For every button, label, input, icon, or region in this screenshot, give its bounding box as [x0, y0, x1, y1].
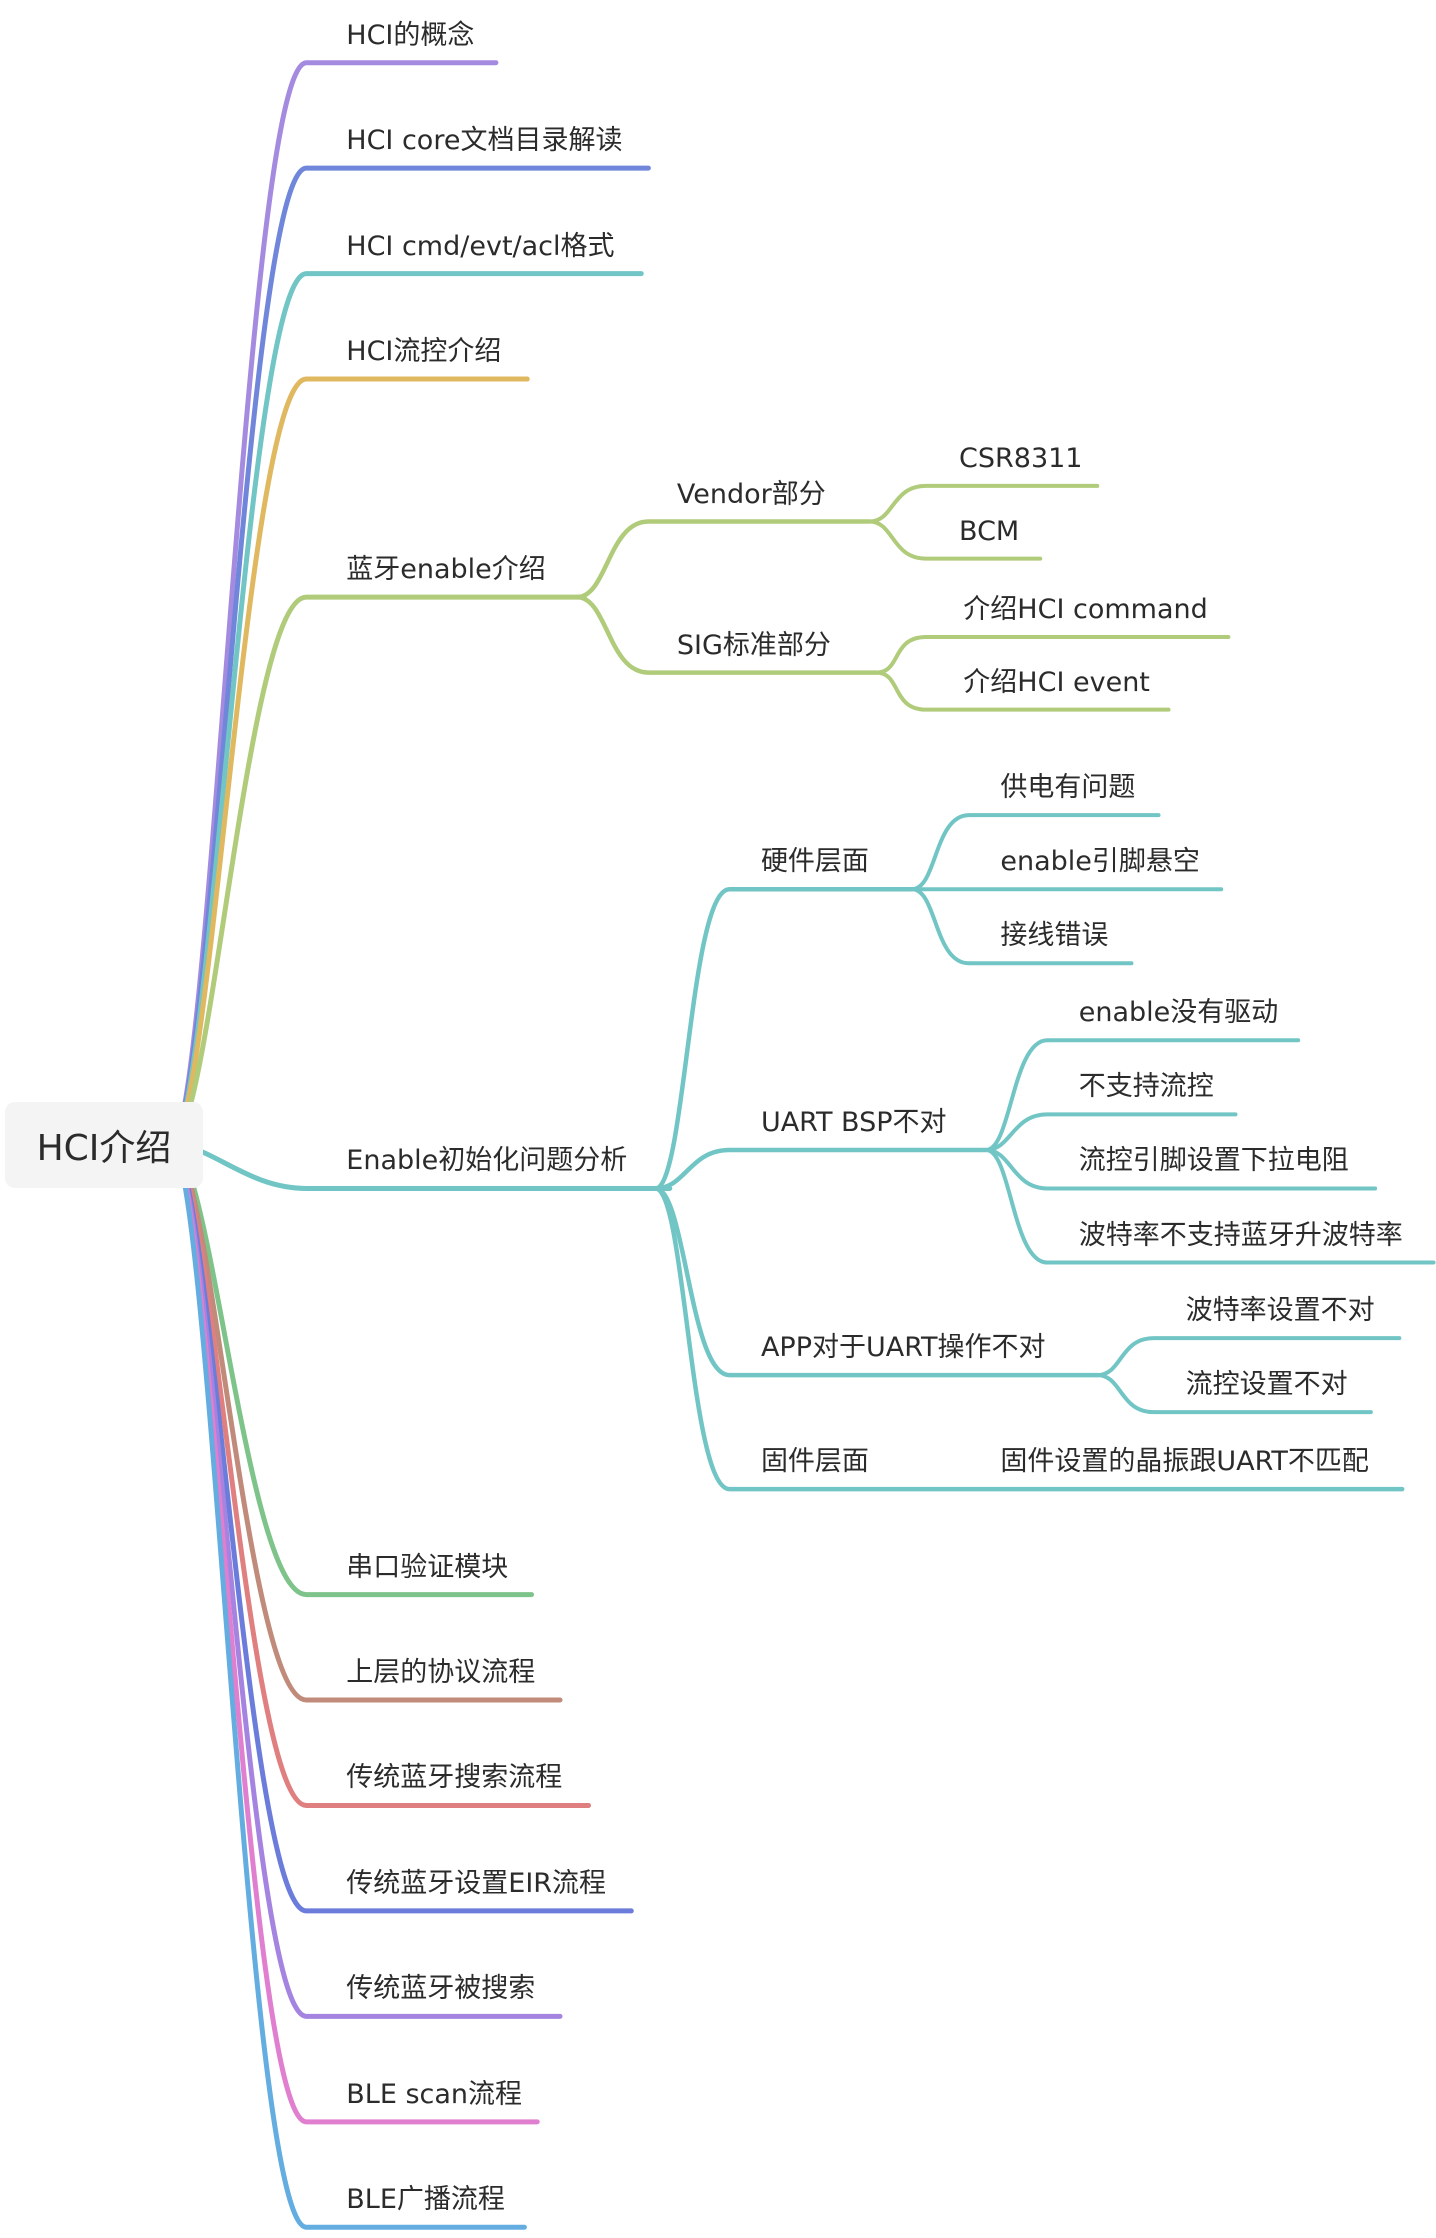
leaf-node[interactable]: BCM	[959, 515, 1020, 547]
leaf-connector	[984, 1147, 1436, 1265]
leaf-connector	[867, 483, 1100, 524]
leaf-connector	[984, 1038, 1301, 1152]
leaf-connector	[984, 1112, 1238, 1152]
leaf-connector	[1095, 1336, 1402, 1378]
subtopic-connector	[653, 886, 915, 1191]
leaf-node[interactable]: CSR8311	[959, 442, 1083, 474]
subtopic-node[interactable]: APP对于UART操作不对	[760, 1332, 1046, 1364]
branch-node[interactable]: HCI流控介绍	[346, 336, 502, 368]
leaf-node[interactable]: 流控引脚设置下拉电阻	[1078, 1145, 1349, 1177]
branch-node[interactable]: 蓝牙enable介绍	[346, 554, 546, 586]
root-node[interactable]: HCI介绍	[5, 1102, 203, 1188]
leaf-node[interactable]: enable引脚悬空	[1000, 846, 1200, 878]
branch-node[interactable]: 传统蓝牙被搜索	[346, 1973, 536, 2005]
branch-node[interactable]: 传统蓝牙搜索流程	[346, 1762, 563, 1794]
subtopic-node[interactable]: SIG标准部分	[676, 629, 831, 661]
subtopic-node[interactable]: Vendor部分	[676, 478, 826, 510]
branch-connector	[168, 1141, 527, 2230]
branch-connector	[168, 60, 499, 1147]
leaf-node[interactable]: 波特率不支持蓝牙升波特率	[1078, 1219, 1403, 1251]
leaf-node[interactable]: 供电有问题	[1000, 772, 1136, 804]
leaf-node[interactable]: 介绍HCI event	[963, 666, 1150, 698]
leaf-node[interactable]: 固件设置的晶振跟UART不匹配	[1000, 1446, 1369, 1478]
branch-node[interactable]: 传统蓝牙设置EIR流程	[346, 1867, 607, 1899]
branch-node[interactable]: BLE广播流程	[346, 2184, 505, 2216]
leaf-node[interactable]: 波特率设置不对	[1185, 1295, 1375, 1327]
subtopic-node[interactable]: 硬件层面	[760, 846, 869, 878]
subtopic-connector	[653, 1186, 1405, 1492]
leaf-node[interactable]: enable没有驱动	[1078, 997, 1279, 1029]
leaf-connector	[910, 887, 1134, 966]
branch-node[interactable]: BLE scan流程	[346, 2078, 523, 2110]
subtopic-connector	[574, 594, 879, 675]
leaf-connector	[1095, 1373, 1373, 1415]
branch-connector	[168, 376, 530, 1147]
branch-node[interactable]: Enable初始化问题分析	[346, 1145, 628, 1177]
leaf-node[interactable]: 流控设置不对	[1185, 1369, 1348, 1401]
branch-connector	[168, 271, 644, 1147]
subtopic-node[interactable]: UART BSP不对	[760, 1106, 947, 1138]
leaf-connector	[910, 813, 1161, 892]
subtopic-node[interactable]: 固件层面	[760, 1446, 869, 1478]
branch-node[interactable]: HCI cmd/evt/acl格式	[346, 230, 615, 262]
branch-node[interactable]: 串口验证模块	[346, 1551, 509, 1583]
leaf-connector	[867, 519, 1043, 561]
leaf-connector	[874, 634, 1231, 675]
leaf-node[interactable]: 介绍HCI command	[963, 593, 1208, 625]
leaf-node[interactable]: 不支持流控	[1078, 1071, 1214, 1103]
subtopic-connector	[653, 1147, 989, 1191]
branch-node[interactable]: HCI的概念	[346, 19, 475, 51]
branch-node[interactable]: 上层的协议流程	[346, 1657, 536, 1689]
leaf-node[interactable]: 接线错误	[1000, 920, 1109, 952]
subtopic-connector	[574, 519, 872, 600]
branch-node[interactable]: HCI core文档目录解读	[346, 125, 623, 157]
leaf-connector	[874, 670, 1171, 712]
